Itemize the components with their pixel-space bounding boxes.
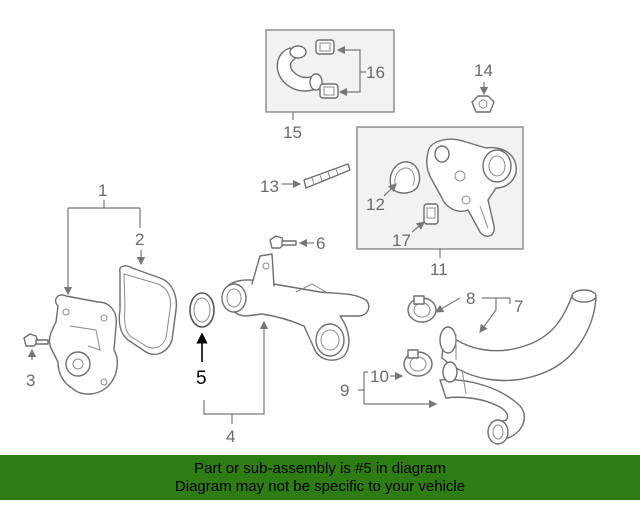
callout-8: 8 (466, 289, 475, 308)
callout-13: 13 (260, 177, 279, 196)
clamp-16-upper (315, 39, 335, 55)
banner-line-1: Part or sub-assembly is #5 in diagram (194, 460, 446, 477)
parts-diagram: 16 15 14 12 17 11 13 (23, 29, 597, 446)
callout-4: 4 (226, 427, 235, 446)
callout-2: 2 (135, 230, 144, 249)
info-banner: Part or sub-assembly is #5 in diagram Di… (0, 455, 640, 500)
callout-9: 9 (340, 381, 349, 400)
clamp-8 (407, 295, 437, 323)
banner-line-2: Diagram may not be specific to your vehi… (174, 478, 466, 495)
gasket-12 (389, 161, 421, 194)
sensor-17 (423, 203, 439, 225)
stud-13 (303, 163, 351, 189)
callout-12: 12 (366, 195, 385, 214)
inset-box-15: 16 (265, 29, 395, 113)
callout-5: 5 (196, 368, 207, 389)
bolt-6 (269, 235, 297, 249)
hose-9 (439, 361, 526, 445)
gasket-2 (118, 265, 178, 356)
water-pump-1 (48, 294, 118, 395)
o-ring-5 (189, 292, 215, 328)
callout-6: 6 (316, 234, 325, 253)
hose-15 (276, 45, 323, 92)
nut-14 (471, 95, 495, 113)
bolt-3 (23, 333, 49, 347)
callout-7: 7 (514, 297, 523, 316)
callout-16: 16 (366, 63, 385, 82)
callout-3: 3 (26, 371, 35, 390)
water-outlet-pipe-4 (221, 253, 370, 361)
clamp-16-lower (319, 83, 339, 99)
callout-11: 11 (430, 260, 448, 279)
callout-10: 10 (370, 367, 389, 386)
callout-14: 14 (474, 61, 493, 80)
inset-box-11 (356, 126, 524, 250)
hose-7 (439, 289, 597, 382)
thermostat-housing-11 (426, 138, 517, 237)
callout-1: 1 (98, 181, 107, 200)
callout-15: 15 (283, 123, 302, 142)
clamp-10 (403, 349, 433, 377)
callout-17: 17 (392, 231, 411, 250)
